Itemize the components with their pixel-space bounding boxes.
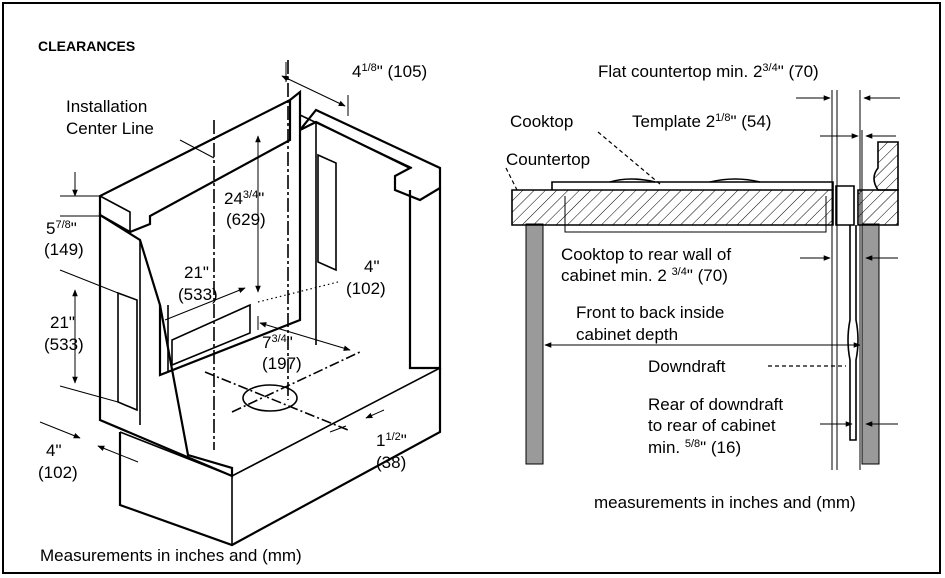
dim-4-1-8-ext <box>285 62 349 116</box>
downdraft-duct <box>847 225 859 441</box>
right-footer: measurements in inches and (mm) <box>594 493 856 512</box>
countertop-rear-hatched <box>857 189 899 226</box>
left-side-panel <box>98 213 234 478</box>
cooktop-burners <box>609 178 761 183</box>
label-dim-1-mm: (38) <box>376 453 406 472</box>
label-dim-1: 11/2" <box>376 431 407 450</box>
label-dim-4b: 4" <box>364 257 380 276</box>
back-wall-cutout <box>171 303 251 367</box>
label-rear-3: min. 5/8" (16) <box>648 438 741 457</box>
floor-cutout-hole <box>242 384 298 412</box>
top-rail-right-inner <box>299 114 413 169</box>
label-dim-7-mm: (197) <box>262 354 302 373</box>
cabinet-isometric <box>39 60 442 547</box>
countertop-hatched <box>511 189 834 226</box>
label-countertop: Countertop <box>506 150 590 169</box>
label-front-back-1: Front to back inside <box>576 303 724 322</box>
label-cooktop: Cooktop <box>510 112 573 131</box>
floor-center-line-a <box>204 371 349 431</box>
dim-1-arrows <box>329 409 385 433</box>
rear-post <box>861 223 880 465</box>
right-panel-cutout <box>317 153 337 272</box>
cooktop-leader <box>597 131 661 185</box>
label-installation: Installation <box>66 97 147 116</box>
label-dim-5: 57/8" <box>46 219 77 238</box>
label-dim-4a-mm: (102) <box>38 463 78 482</box>
top-rail-left <box>98 98 292 234</box>
left-panel-cutout <box>117 291 138 412</box>
label-center-line: Center Line <box>66 119 154 138</box>
label-downdraft: Downdraft <box>648 357 726 376</box>
label-rear-2: to rear of cabinet <box>648 416 776 435</box>
floor-center-line-b <box>231 351 361 413</box>
backsplash <box>873 141 899 191</box>
label-dim-5-mm: (149) <box>44 240 84 259</box>
label-front-back-2: cabinet depth <box>576 325 678 344</box>
label-dim-21b-mm: (533) <box>44 335 84 354</box>
side-section <box>505 90 900 470</box>
label-dim-4-1-8: 41/8" (105) <box>352 62 427 81</box>
right-side-panel <box>408 188 442 370</box>
label-cooktop-rear-1: Cooktop to rear wall of <box>561 245 731 264</box>
label-dim-4b-mm: (102) <box>346 279 386 298</box>
label-dim-7: 73/4" <box>262 333 293 352</box>
label-cooktop-rear-2: cabinet min. 2 3/4" (70) <box>561 266 728 285</box>
countertop-leader <box>505 167 519 193</box>
label-dim-21b: 21" <box>50 313 75 332</box>
back-wall-edge <box>158 130 302 377</box>
diagram-title: CLEARANCES <box>38 38 135 54</box>
label-rear-1: Rear of downdraft <box>648 395 783 414</box>
label-dim-4a: 4" <box>46 441 62 460</box>
left-footer: Measurements in inches and (mm) <box>40 546 302 565</box>
dotted-leader-4in <box>257 281 339 303</box>
label-dim-24: 243/4" <box>224 189 264 208</box>
dim-4a-arrow2 <box>97 445 139 463</box>
dim-5-ext <box>60 195 100 217</box>
cooktop-surface <box>551 181 834 190</box>
downdraft-unit <box>835 185 855 226</box>
label-dim-24-mm: (629) <box>226 210 266 229</box>
dim-4-1-8-line <box>281 75 346 107</box>
label-flat-countertop: Flat countertop min. 23/4" (70) <box>598 62 819 81</box>
top-rail-front-left <box>99 195 131 232</box>
cooktop-underbody <box>564 196 827 233</box>
front-post <box>525 223 544 465</box>
reference-lines <box>831 90 863 470</box>
dim-7-line <box>259 322 351 351</box>
dim-21b-ext <box>59 269 119 403</box>
label-template: Template 21/8" (54) <box>632 112 771 131</box>
dim-4a-arrow <box>39 421 81 439</box>
top-rail-corner <box>289 89 302 130</box>
dim-21a-line <box>164 287 246 321</box>
top-rail-right <box>299 108 442 202</box>
label-dim-21a: 21" <box>184 263 209 282</box>
install-leader <box>179 139 215 159</box>
label-dim-21a-mm: (533) <box>178 285 218 304</box>
